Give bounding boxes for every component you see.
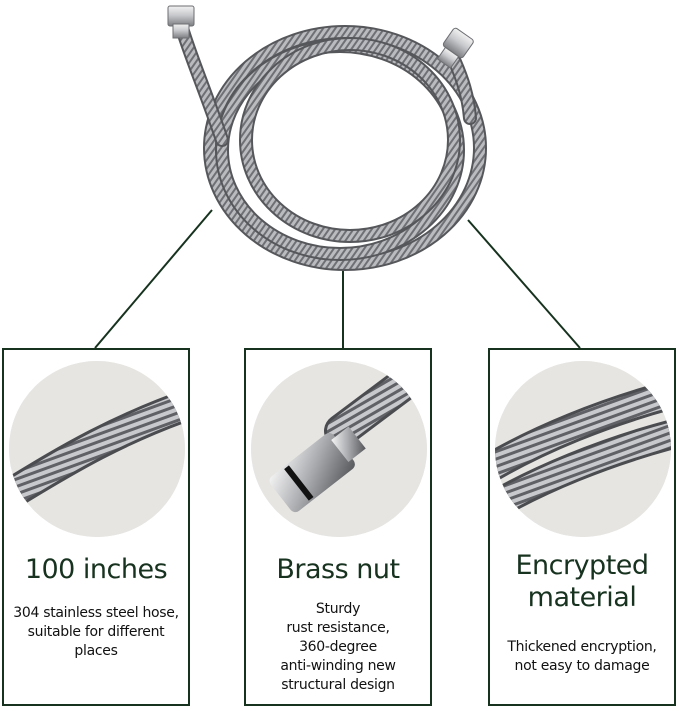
- hex-fitting-left: [167, 5, 195, 39]
- brass-nut-closeup-image: [251, 361, 427, 537]
- panel-description: 304 stainless steel hose, suitable for d…: [13, 605, 179, 659]
- connector-line-right: [467, 219, 581, 349]
- cone-fitting-right: [436, 27, 474, 69]
- double-hose-closeup-image: [495, 361, 671, 537]
- panel-description: Sturdy rust resistance, 360-degree anti-…: [280, 601, 396, 693]
- feature-panel-material: Encrypted material Thickened encryption,…: [488, 348, 676, 706]
- feature-panel-nut: Brass nut Sturdy rust resistance, 360-de…: [244, 348, 432, 706]
- panel-description: Thickened encryption, not easy to damage: [507, 639, 657, 674]
- hose-closeup-image: [9, 361, 185, 537]
- panel-title: Encrypted material: [515, 550, 649, 613]
- panel-title: 100 inches: [24, 554, 168, 585]
- panel-title: Brass nut: [276, 554, 400, 585]
- feature-panel-length: 100 inches 304 stainless steel hose, sui…: [2, 348, 190, 706]
- connector-line-left: [94, 209, 213, 349]
